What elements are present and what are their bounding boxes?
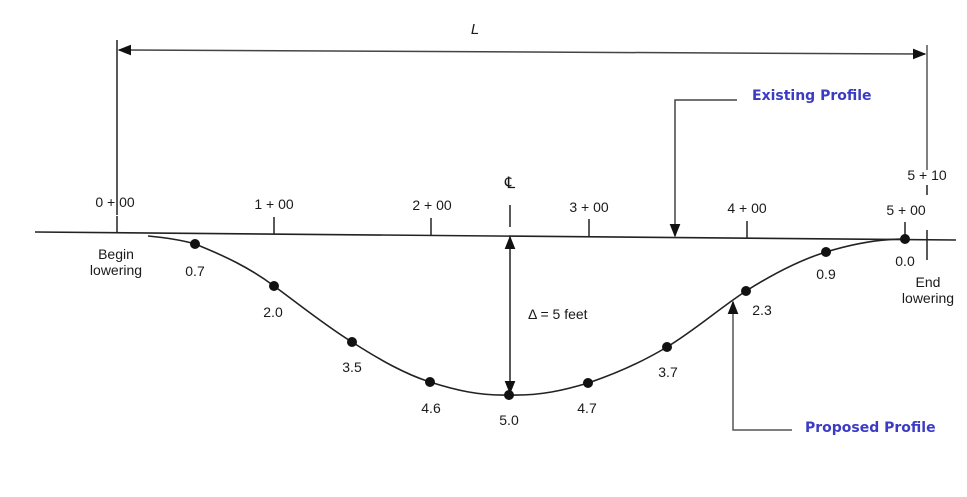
- station-label: 1 + 00: [254, 196, 294, 212]
- point-value-label: 0.7: [185, 263, 205, 279]
- point-value-label: 4.6: [421, 400, 441, 416]
- station-label: 3 + 00: [569, 199, 609, 215]
- proposed-profile-curve: [147, 235, 906, 396]
- end-line1: End: [915, 274, 941, 290]
- end-lowering-label: End lowering: [902, 274, 954, 306]
- existing-profile-callout: Existing Profile: [752, 88, 872, 104]
- delta-label: Δ = 5 feet: [528, 306, 588, 322]
- point-value-label: 5.0: [499, 412, 519, 428]
- profile-points: [190, 234, 910, 400]
- existing-profile-leader: [669, 99, 737, 238]
- point-value-label: 3.7: [658, 364, 678, 380]
- existing-profile-line: [34, 231, 957, 241]
- point-value-label: 3.5: [342, 359, 362, 375]
- point-value-label: 0.0: [895, 253, 915, 269]
- station-label: 0 + 00: [95, 194, 135, 210]
- end-line2: lowering: [901, 290, 955, 306]
- proposed-profile-leader: [727, 300, 792, 431]
- point-value-label: 4.7: [577, 400, 597, 416]
- point-value-label: 0.9: [816, 266, 836, 282]
- station-label: 5 + 00: [886, 202, 926, 218]
- begin-lowering-label: Begin lowering: [90, 246, 142, 278]
- begin-line2: lowering: [89, 262, 143, 278]
- begin-line1: Begin: [98, 246, 134, 262]
- station-label: 4 + 00: [727, 200, 767, 216]
- point-value-label: 2.3: [752, 302, 772, 318]
- station-label: 2 + 00: [412, 197, 452, 213]
- station-ticks: [116, 185, 928, 260]
- centerline-symbol: ℄: [504, 175, 516, 192]
- length-label: L: [470, 21, 480, 38]
- station-label: 5 + 10: [907, 167, 947, 183]
- length-dimension-line: [116, 40, 928, 215]
- proposed-profile-callout: Proposed Profile: [805, 420, 936, 436]
- point-value-label: 2.0: [263, 304, 283, 320]
